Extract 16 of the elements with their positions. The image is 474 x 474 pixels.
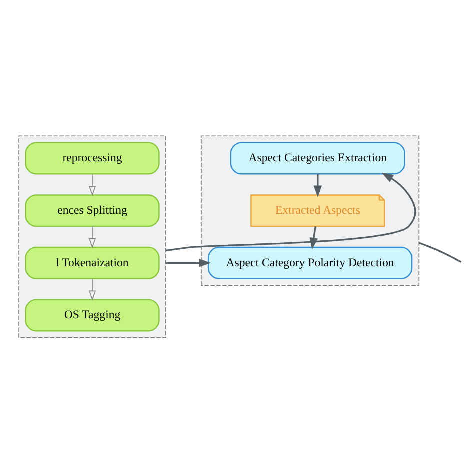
arrow: [88, 174, 96, 196]
node-box: l Tokenaization: [25, 246, 160, 280]
cluster: [18, 136, 166, 338]
cluster: [200, 136, 420, 286]
node-box: Aspect Categories Extraction: [230, 142, 406, 175]
node-box: ences Splitting: [25, 194, 160, 228]
arrow: [310, 226, 318, 250]
arrow: [88, 226, 96, 249]
node-box: OS Tagging: [25, 299, 160, 332]
node-box: Aspect Category Polarity Detection: [208, 246, 413, 280]
arrow: [88, 278, 96, 301]
arrow: [314, 174, 322, 198]
node-box: reprocessing: [25, 142, 160, 175]
connector: [418, 242, 462, 264]
arrow: [166, 259, 212, 268]
arrow: [166, 172, 416, 252]
